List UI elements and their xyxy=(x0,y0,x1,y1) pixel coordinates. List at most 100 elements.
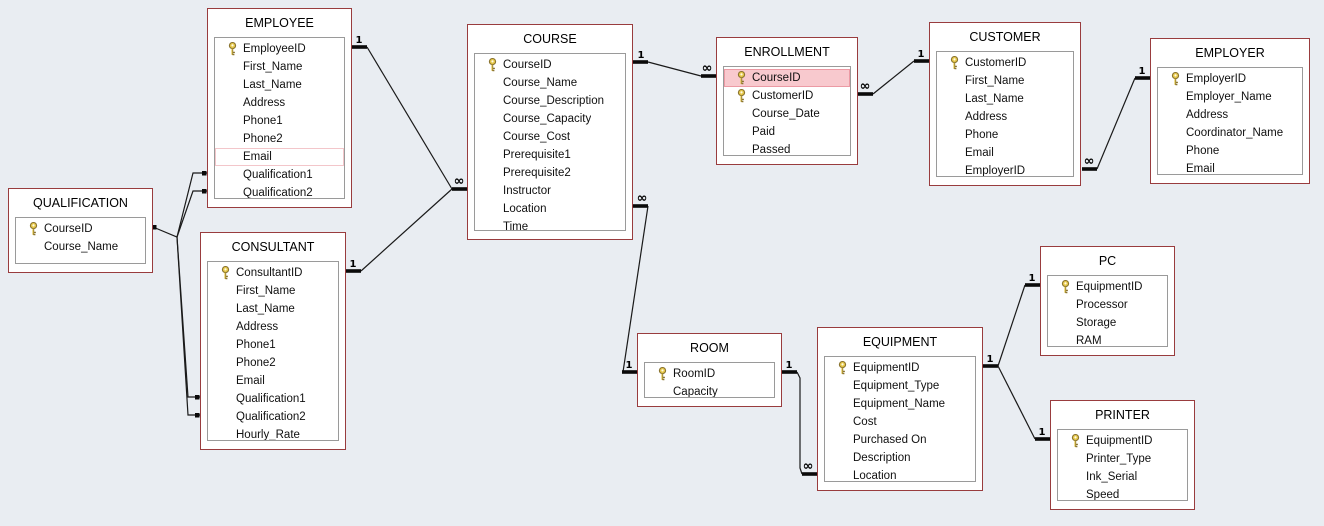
field-row[interactable]: Processor xyxy=(1048,296,1167,314)
field-row[interactable]: EmployerID xyxy=(1158,70,1302,88)
field-row[interactable]: Time xyxy=(475,218,625,230)
field-row[interactable]: First_Name xyxy=(208,282,338,300)
relationship-line[interactable] xyxy=(152,172,207,238)
field-row[interactable]: Employer_Name xyxy=(1158,88,1302,106)
field-row[interactable]: Equipment_Type xyxy=(825,377,975,395)
table-title[interactable]: ROOM xyxy=(690,341,729,355)
table-title[interactable]: PC xyxy=(1098,254,1117,268)
field-row[interactable]: Prerequisite2 xyxy=(475,164,625,182)
field-row[interactable]: Cost xyxy=(825,413,975,431)
field-row[interactable]: Phone xyxy=(937,126,1073,144)
field-row[interactable]: CourseID xyxy=(724,69,850,87)
relationship-line[interactable] xyxy=(622,205,649,373)
field-row[interactable]: Course_Capacity xyxy=(475,110,625,128)
relationship-line[interactable] xyxy=(366,46,453,190)
field-row[interactable]: Email xyxy=(208,372,338,390)
field-row[interactable]: First_Name xyxy=(215,58,344,76)
field-row[interactable]: First_Name xyxy=(937,72,1073,90)
field-row[interactable]: CustomerID xyxy=(937,54,1073,72)
field-row[interactable]: Ink_Serial xyxy=(1058,468,1187,486)
field-row[interactable]: Qualification1 xyxy=(208,390,338,408)
field-row[interactable]: Speed xyxy=(1058,486,1187,500)
table-title[interactable]: CUSTOMER xyxy=(969,30,1041,44)
field-row[interactable]: Course_Cost xyxy=(475,128,625,146)
field-row[interactable]: Phone1 xyxy=(208,336,338,354)
field-row[interactable]: Location xyxy=(475,200,625,218)
field-row[interactable]: RAM xyxy=(1048,332,1167,346)
field-row[interactable]: Last_Name xyxy=(937,90,1073,108)
field-row[interactable]: Phone2 xyxy=(208,354,338,372)
field-row[interactable]: RoomID xyxy=(645,365,774,383)
field-row[interactable]: EmployerID xyxy=(937,162,1073,176)
field-row[interactable]: Last_Name xyxy=(215,76,344,94)
relationship-line[interactable] xyxy=(176,236,200,398)
relationship-line[interactable] xyxy=(997,365,1036,440)
field-row[interactable]: Qualification1 xyxy=(215,166,344,184)
field-row[interactable]: Address xyxy=(1158,106,1302,124)
table-title[interactable]: EMPLOYEE xyxy=(245,16,314,30)
field-row[interactable]: Last_Name xyxy=(208,300,338,318)
field-row[interactable]: Course_Name xyxy=(475,74,625,92)
field-row[interactable]: Instructor xyxy=(475,182,625,200)
relationship-line[interactable] xyxy=(872,60,915,95)
field-row[interactable]: Qualification2 xyxy=(215,184,344,198)
field-row[interactable]: Storage xyxy=(1048,314,1167,332)
field-row[interactable]: EquipmentID xyxy=(825,359,975,377)
relationship-line[interactable] xyxy=(176,190,207,238)
field-row[interactable]: Equipment_Name xyxy=(825,395,975,413)
field-row[interactable]: CourseID xyxy=(475,56,625,74)
field-row[interactable]: Course_Description xyxy=(475,92,625,110)
field-row[interactable]: Paid xyxy=(724,123,850,141)
table-title[interactable]: EQUIPMENT xyxy=(862,335,938,349)
table-title[interactable]: QUALIFICATION xyxy=(33,196,128,210)
field-row[interactable]: Address xyxy=(937,108,1073,126)
table-title[interactable]: COURSE xyxy=(523,32,577,46)
field-row[interactable]: Address xyxy=(208,318,338,336)
field-row[interactable]: CustomerID xyxy=(724,87,850,105)
field-row[interactable]: Printer_Type xyxy=(1058,450,1187,468)
field-row[interactable]: Coordinator_Name xyxy=(1158,124,1302,142)
field-row[interactable]: Phone2 xyxy=(215,130,344,148)
field-row[interactable]: ConsultantID xyxy=(208,264,338,282)
relationship-line[interactable] xyxy=(647,61,702,77)
field-row[interactable]: CourseID xyxy=(16,220,145,238)
relationship-line[interactable] xyxy=(176,236,200,416)
field-row[interactable]: EmployeeID xyxy=(215,40,344,58)
field-row[interactable]: Email xyxy=(215,148,344,166)
relationship-line[interactable] xyxy=(1096,77,1136,170)
field-row[interactable]: Prerequisite1 xyxy=(475,146,625,164)
field-row[interactable]: Phone xyxy=(1158,142,1302,160)
relationship-line[interactable] xyxy=(360,188,453,272)
field-row[interactable]: EquipmentID xyxy=(1048,278,1167,296)
field-row[interactable]: Purchased On xyxy=(825,431,975,449)
table-title[interactable]: CONSULTANT xyxy=(231,240,315,254)
field-row[interactable]: Qualification2 xyxy=(208,408,338,426)
field-row[interactable]: Email xyxy=(937,144,1073,162)
relationship-line[interactable] xyxy=(997,284,1026,367)
field-row[interactable]: Course_Name xyxy=(16,238,145,256)
table-title[interactable]: PRINTER xyxy=(1095,408,1150,422)
field-row[interactable]: EquipmentID xyxy=(1058,432,1187,450)
field-row[interactable]: Location xyxy=(825,467,975,481)
field-row[interactable]: Hourly_Rate xyxy=(208,426,338,440)
field-row[interactable]: Capacity xyxy=(645,383,774,397)
field-row[interactable]: Email xyxy=(1158,160,1302,174)
field-row[interactable]: Description xyxy=(825,449,975,467)
field-row[interactable]: Passed xyxy=(724,141,850,155)
table-title[interactable]: EMPLOYER xyxy=(1195,46,1265,60)
table-title[interactable]: ENROLLMENT xyxy=(744,45,830,59)
field-row[interactable]: Phone1 xyxy=(215,112,344,130)
field-row[interactable]: Address xyxy=(215,94,344,112)
